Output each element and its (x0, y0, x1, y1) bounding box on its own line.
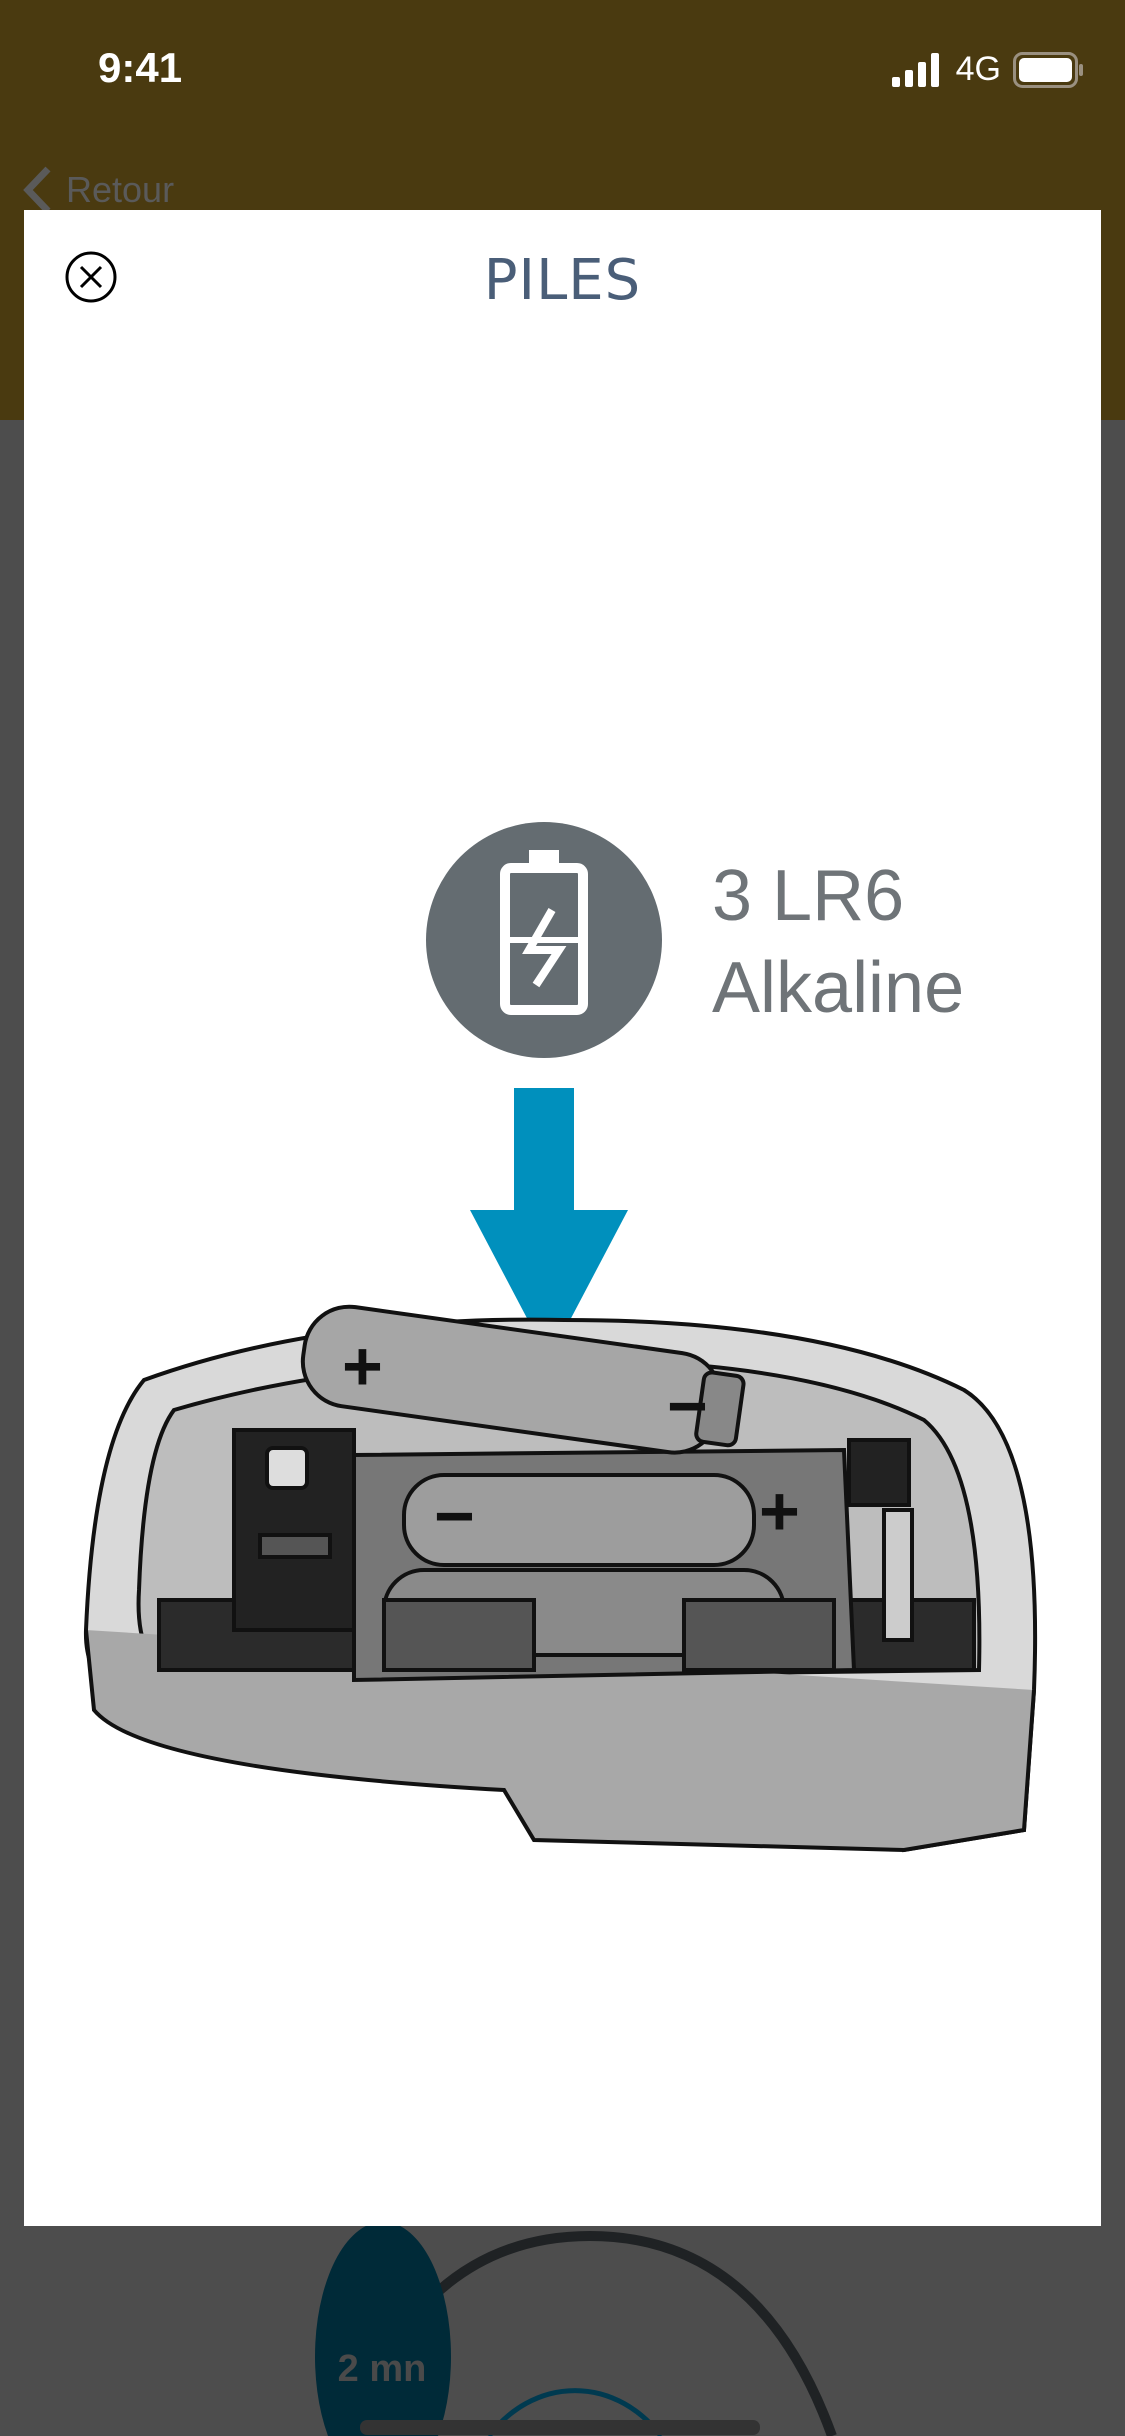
close-button[interactable] (64, 250, 118, 304)
back-button[interactable]: Retour (22, 165, 174, 215)
status-time: 9:41 (98, 44, 183, 91)
batteries-modal: +− −+ PILES 3 LR6 Alkaline (24, 210, 1101, 2226)
battery-installation-illustration: +− −+ (83, 822, 1038, 1853)
svg-text:+: + (342, 1327, 383, 1405)
device-illustration: +− −+ (83, 1304, 1038, 1853)
background-illustration: 2 mn (315, 2226, 837, 2436)
battery-count-label: 3 LR6 (712, 856, 905, 936)
battery-status-icon (1013, 51, 1083, 88)
svg-text:−: − (667, 1367, 708, 1445)
battery-type-label: Alkaline (712, 948, 965, 1028)
svg-text:+: + (759, 1472, 800, 1550)
down-arrow-icon (470, 1088, 628, 1360)
timer-badge (315, 2226, 451, 2436)
signal-icon (891, 52, 939, 87)
svg-text:−: − (434, 1477, 475, 1555)
timer-label: 2 mn (338, 2348, 427, 2390)
battery-charging-icon (500, 850, 588, 1015)
status-indicators: 4G (891, 50, 1085, 89)
network-label: 4G (955, 50, 1001, 88)
close-circle-icon (65, 251, 117, 303)
modal-title: PILES (483, 248, 642, 313)
back-label: Retour (66, 169, 175, 210)
chevron-left-icon (23, 166, 51, 214)
